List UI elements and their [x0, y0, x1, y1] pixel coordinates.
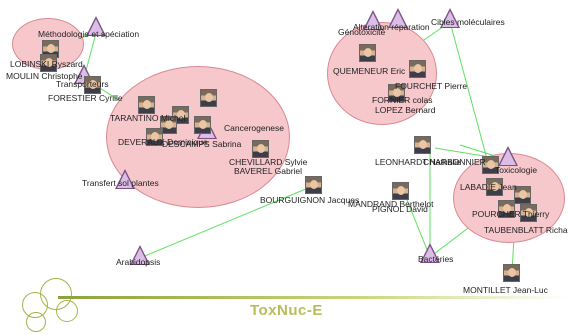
- avatar[interactable]: [520, 204, 537, 222]
- logo-swirl: [26, 312, 46, 332]
- person-label: CHEVILLARD Sylvie: [229, 157, 308, 167]
- topic-label-arabidopsis: Arabidopsis: [116, 257, 161, 267]
- avatar[interactable]: [194, 116, 211, 134]
- person-label: PIGNOL David: [372, 204, 428, 214]
- avatar[interactable]: [84, 76, 101, 94]
- topic-label-genotoxicite: Génotoxicité: [338, 27, 386, 37]
- logo-title: ToxNuc-E: [250, 302, 323, 319]
- avatar[interactable]: [359, 44, 376, 62]
- topic-label-transporteurs: Transporteurs: [56, 79, 109, 89]
- person-label: FORNIER colas: [372, 95, 433, 105]
- topic-label-toxicologie: Toxicologie: [495, 165, 538, 175]
- person-label: LABADIE Jean: [460, 182, 517, 192]
- edge: [139, 185, 314, 259]
- person-label: MANDRAND Berthelot: [348, 199, 434, 209]
- avatar[interactable]: [160, 116, 177, 134]
- cluster-right: [453, 153, 565, 243]
- avatar[interactable]: [146, 128, 163, 146]
- avatar[interactable]: [514, 186, 531, 204]
- avatar[interactable]: [305, 176, 322, 194]
- edge: [449, 21, 491, 171]
- avatar[interactable]: [388, 84, 405, 102]
- avatar[interactable]: [414, 136, 431, 154]
- topic-label-bacteries: Bactéries: [418, 254, 454, 264]
- person-label: BAVEREL Gabriel: [234, 166, 303, 176]
- avatar[interactable]: [138, 96, 155, 114]
- avatar[interactable]: [392, 182, 409, 200]
- person-label: TAUBENBLATT Richard: [484, 225, 568, 235]
- person-label: LEONHARDT Nathalie: [375, 157, 461, 167]
- avatar[interactable]: [482, 156, 499, 174]
- logo-swirl: [56, 300, 78, 322]
- person-label: LOPEZ Bernard: [375, 105, 436, 115]
- avatar[interactable]: [498, 200, 515, 218]
- topic-label-alteration: Alteration réparation: [353, 22, 430, 32]
- avatar[interactable]: [503, 264, 520, 282]
- avatar[interactable]: [200, 89, 217, 107]
- person-label: QUEMENEUR Eric: [333, 66, 406, 76]
- person-label: FORESTIER Cyrille: [48, 93, 123, 103]
- person-label: BOURGUIGNON Jacques: [260, 195, 360, 205]
- person-label: DESCAMPS Sabrina: [162, 139, 242, 149]
- topic-label-transfert: Transfert sol plantes: [82, 178, 159, 188]
- person-label: TARANTINO Michel: [110, 113, 186, 123]
- person-label: MOULIN Christophe: [6, 71, 83, 81]
- topic-label-cancerogenese: Cancerogenese: [224, 123, 285, 133]
- topic-label-methodologie: Méthodologie et spéciation: [38, 29, 140, 39]
- person-label: DEVERAUX Dominique: [118, 137, 208, 147]
- avatar[interactable]: [486, 178, 503, 196]
- person-label: CHARBONNIER: [423, 157, 486, 167]
- topic-label-cibles: Cibles moléculaires: [431, 17, 505, 27]
- avatar[interactable]: [409, 60, 426, 78]
- person-label: MONTILLET Jean-Luc: [463, 285, 548, 295]
- avatar[interactable]: [40, 54, 57, 72]
- person-label: FOURCHET Pierre: [395, 81, 468, 91]
- person-label: LOBINSKI Ryszard: [10, 59, 83, 69]
- logo-bar: [58, 296, 568, 299]
- avatar[interactable]: [252, 140, 269, 158]
- person-label: POURCHER Thierry: [472, 209, 550, 219]
